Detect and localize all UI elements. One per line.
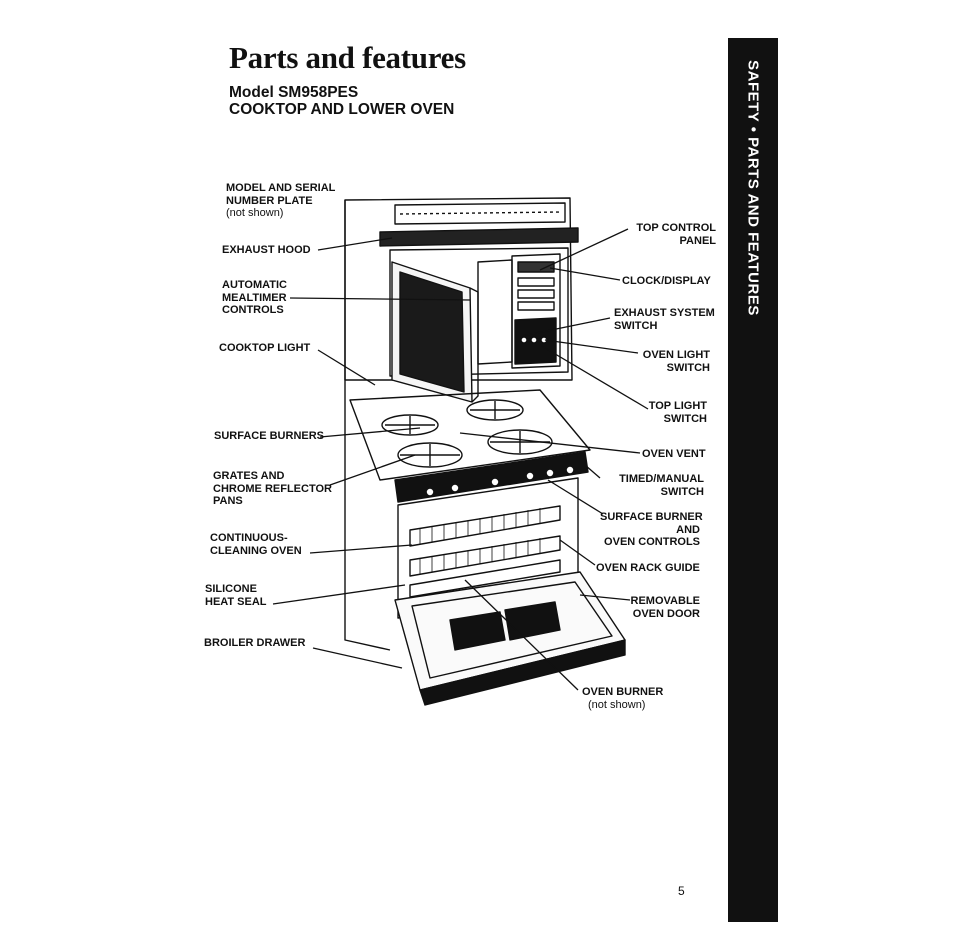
label-rack-guide: OVEN RACK GUIDE bbox=[596, 562, 700, 574]
label-oven-vent: OVEN VENT bbox=[642, 448, 706, 460]
oven-racks bbox=[409, 505, 561, 598]
label-top-control-panel: TOP CONTROL PANEL bbox=[636, 222, 716, 247]
label-oven-burner: OVEN BURNER (not shown) bbox=[582, 686, 664, 711]
label-grates: GRATES AND CHROME REFLECTOR PANS bbox=[213, 470, 332, 507]
label-oven-light-switch: OVEN LIGHT SWITCH bbox=[642, 349, 710, 374]
upper-oven-body bbox=[389, 247, 569, 377]
label-top-light-switch: TOP LIGHT SWITCH bbox=[648, 400, 707, 425]
label-surface-controls: SURFACE BURNER AND OVEN CONTROLS bbox=[600, 511, 703, 548]
burner-grates bbox=[381, 399, 553, 468]
section-heading: COOKTOP AND LOWER OVEN bbox=[229, 101, 455, 118]
label-model-serial: MODEL AND SERIAL NUMBER PLATE (not shown… bbox=[226, 182, 336, 219]
top-control-strip bbox=[394, 202, 566, 225]
mealtimer-panel bbox=[511, 253, 561, 369]
page-title: Parts and features bbox=[229, 40, 466, 75]
label-continuous-cleaning: CONTINUOUS- CLEANING OVEN bbox=[210, 532, 302, 557]
broiler-drawer-shape bbox=[419, 639, 626, 706]
page-number: 5 bbox=[678, 884, 685, 898]
label-timed-manual: TIMED/MANUAL SWITCH bbox=[619, 473, 704, 498]
label-exhaust-hood: EXHAUST HOOD bbox=[222, 244, 311, 256]
model-heading: Model SM958PES bbox=[229, 84, 359, 101]
label-exhaust-switch: EXHAUST SYSTEM SWITCH bbox=[614, 307, 715, 332]
label-cooktop-light: COOKTOP LIGHT bbox=[219, 342, 311, 354]
side-tab: SAFETY • PARTS AND FEATURES bbox=[728, 38, 778, 922]
control-rail bbox=[394, 451, 589, 503]
page-subtitle: Model SM958PES COOKTOP AND LOWER OVEN bbox=[229, 84, 454, 118]
label-broiler-drawer: BROILER DRAWER bbox=[204, 637, 306, 649]
cooktop-surface bbox=[349, 389, 591, 481]
label-mealtimer: AUTOMATIC MEALTIMER CONTROLS bbox=[222, 279, 287, 316]
label-clock-display: CLOCK/DISPLAY bbox=[622, 275, 711, 287]
label-removable-door: REMOVABLE OVEN DOOR bbox=[630, 595, 700, 620]
exhaust-hood-shape bbox=[379, 227, 579, 247]
label-surface-burners: SURFACE BURNERS bbox=[214, 430, 325, 442]
label-silicone-seal: SILICONE HEAT SEAL bbox=[205, 583, 267, 608]
cabinet-left-edge bbox=[344, 200, 391, 651]
clock-display-shape bbox=[517, 261, 555, 273]
